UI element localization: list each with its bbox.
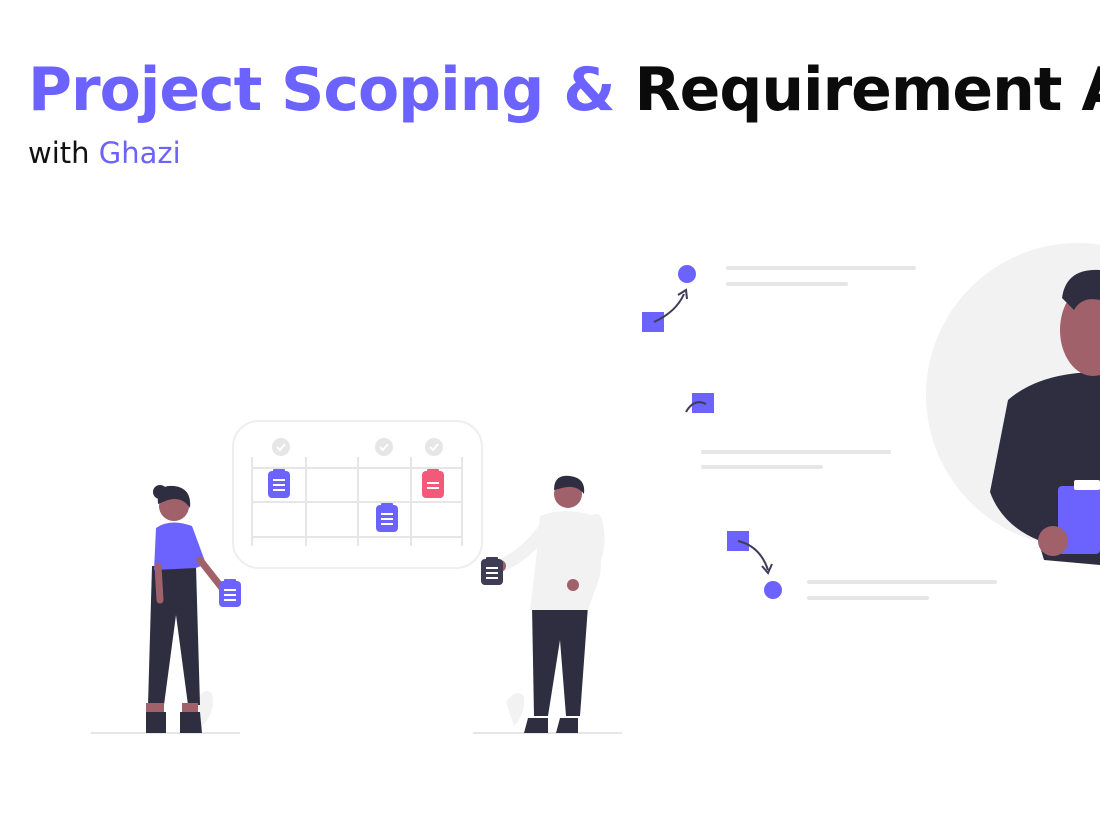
large-person-figure <box>990 269 1100 565</box>
task-board <box>232 420 483 569</box>
author-name: Ghazi <box>98 136 181 170</box>
subtitle: with Ghazi <box>28 134 181 172</box>
page-title: Project Scoping & Requirement A <box>28 52 1100 128</box>
check-icon <box>375 438 393 456</box>
man-figure <box>473 475 622 734</box>
document-icon <box>219 579 241 607</box>
check-icon <box>272 438 290 456</box>
woman-figure <box>91 485 241 734</box>
document-icon <box>376 503 398 532</box>
title-highlight: Project Scoping & <box>28 55 616 125</box>
title-rest: Requirement A <box>634 55 1100 125</box>
document-icon <box>268 469 290 498</box>
workflow-dot <box>764 581 782 599</box>
arrow-icon <box>737 540 769 571</box>
document-icon <box>481 557 503 585</box>
subtitle-prefix: with <box>28 136 90 170</box>
workflow-square <box>642 312 664 332</box>
check-icon <box>425 438 443 456</box>
workflow-dot <box>678 265 696 283</box>
document-icon <box>422 469 444 498</box>
arrow-icon <box>653 293 685 323</box>
workflow-diagram <box>642 265 997 600</box>
